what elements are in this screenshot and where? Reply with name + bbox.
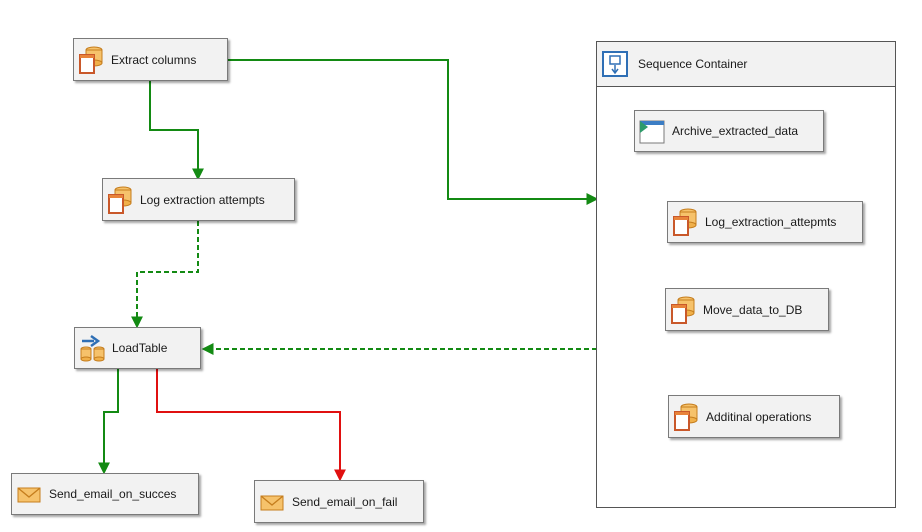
constraint-log-to-loadtable[interactable]	[131, 221, 199, 329]
task-send-email-on-success[interactable]: Send_email_on_succes	[11, 473, 199, 515]
constraint-extract-to-log[interactable]	[149, 81, 204, 181]
data-flow-task-icon	[78, 333, 106, 363]
task-archive-extracted-data[interactable]: Archive_extracted_data	[634, 110, 824, 152]
sequence-container-label: Sequence Container	[638, 57, 748, 71]
send-mail-task-icon	[15, 479, 43, 509]
task-additional-operations[interactable]: Additinal operations	[668, 395, 840, 438]
task-log-extraction-attempts[interactable]: Log extraction attempts	[102, 178, 295, 221]
execute-sql-task-icon	[669, 295, 697, 325]
task-label: Extract columns	[111, 52, 197, 67]
task-label: Additinal operations	[706, 409, 812, 424]
task-label: Log_extraction_attepmts	[705, 215, 837, 229]
execute-sql-task-icon	[106, 185, 134, 215]
send-mail-task-icon	[258, 487, 286, 517]
constraint-loadtable-to-fail[interactable]	[156, 369, 346, 482]
execute-sql-task-icon	[671, 207, 699, 237]
file-system-task-icon	[638, 116, 666, 146]
task-extract-columns[interactable]: Extract columns	[73, 38, 228, 81]
task-load-table[interactable]: LoadTable	[74, 327, 201, 369]
task-label: Archive_extracted_data	[672, 124, 799, 138]
sequence-container-icon	[602, 51, 628, 77]
task-label: Send_email_on_fail	[292, 494, 398, 509]
constraint-extract-to-container[interactable]	[228, 59, 599, 205]
execute-sql-task-icon	[77, 45, 105, 75]
task-label: LoadTable	[112, 341, 168, 355]
sequence-container-header[interactable]: Sequence Container	[597, 42, 895, 87]
task-label: Log extraction attempts	[140, 192, 265, 207]
task-log-extraction-attepmts[interactable]: Log_extraction_attepmts	[667, 201, 863, 243]
task-label: Send_email_on_succes	[49, 487, 177, 501]
execute-sql-task-icon	[672, 402, 700, 432]
constraint-loadtable-to-success[interactable]	[98, 369, 119, 475]
task-move-data-to-db[interactable]: Move_data_to_DB	[665, 288, 829, 331]
task-label: Move_data_to_DB	[703, 302, 803, 317]
task-send-email-on-fail[interactable]: Send_email_on_fail	[254, 480, 424, 523]
